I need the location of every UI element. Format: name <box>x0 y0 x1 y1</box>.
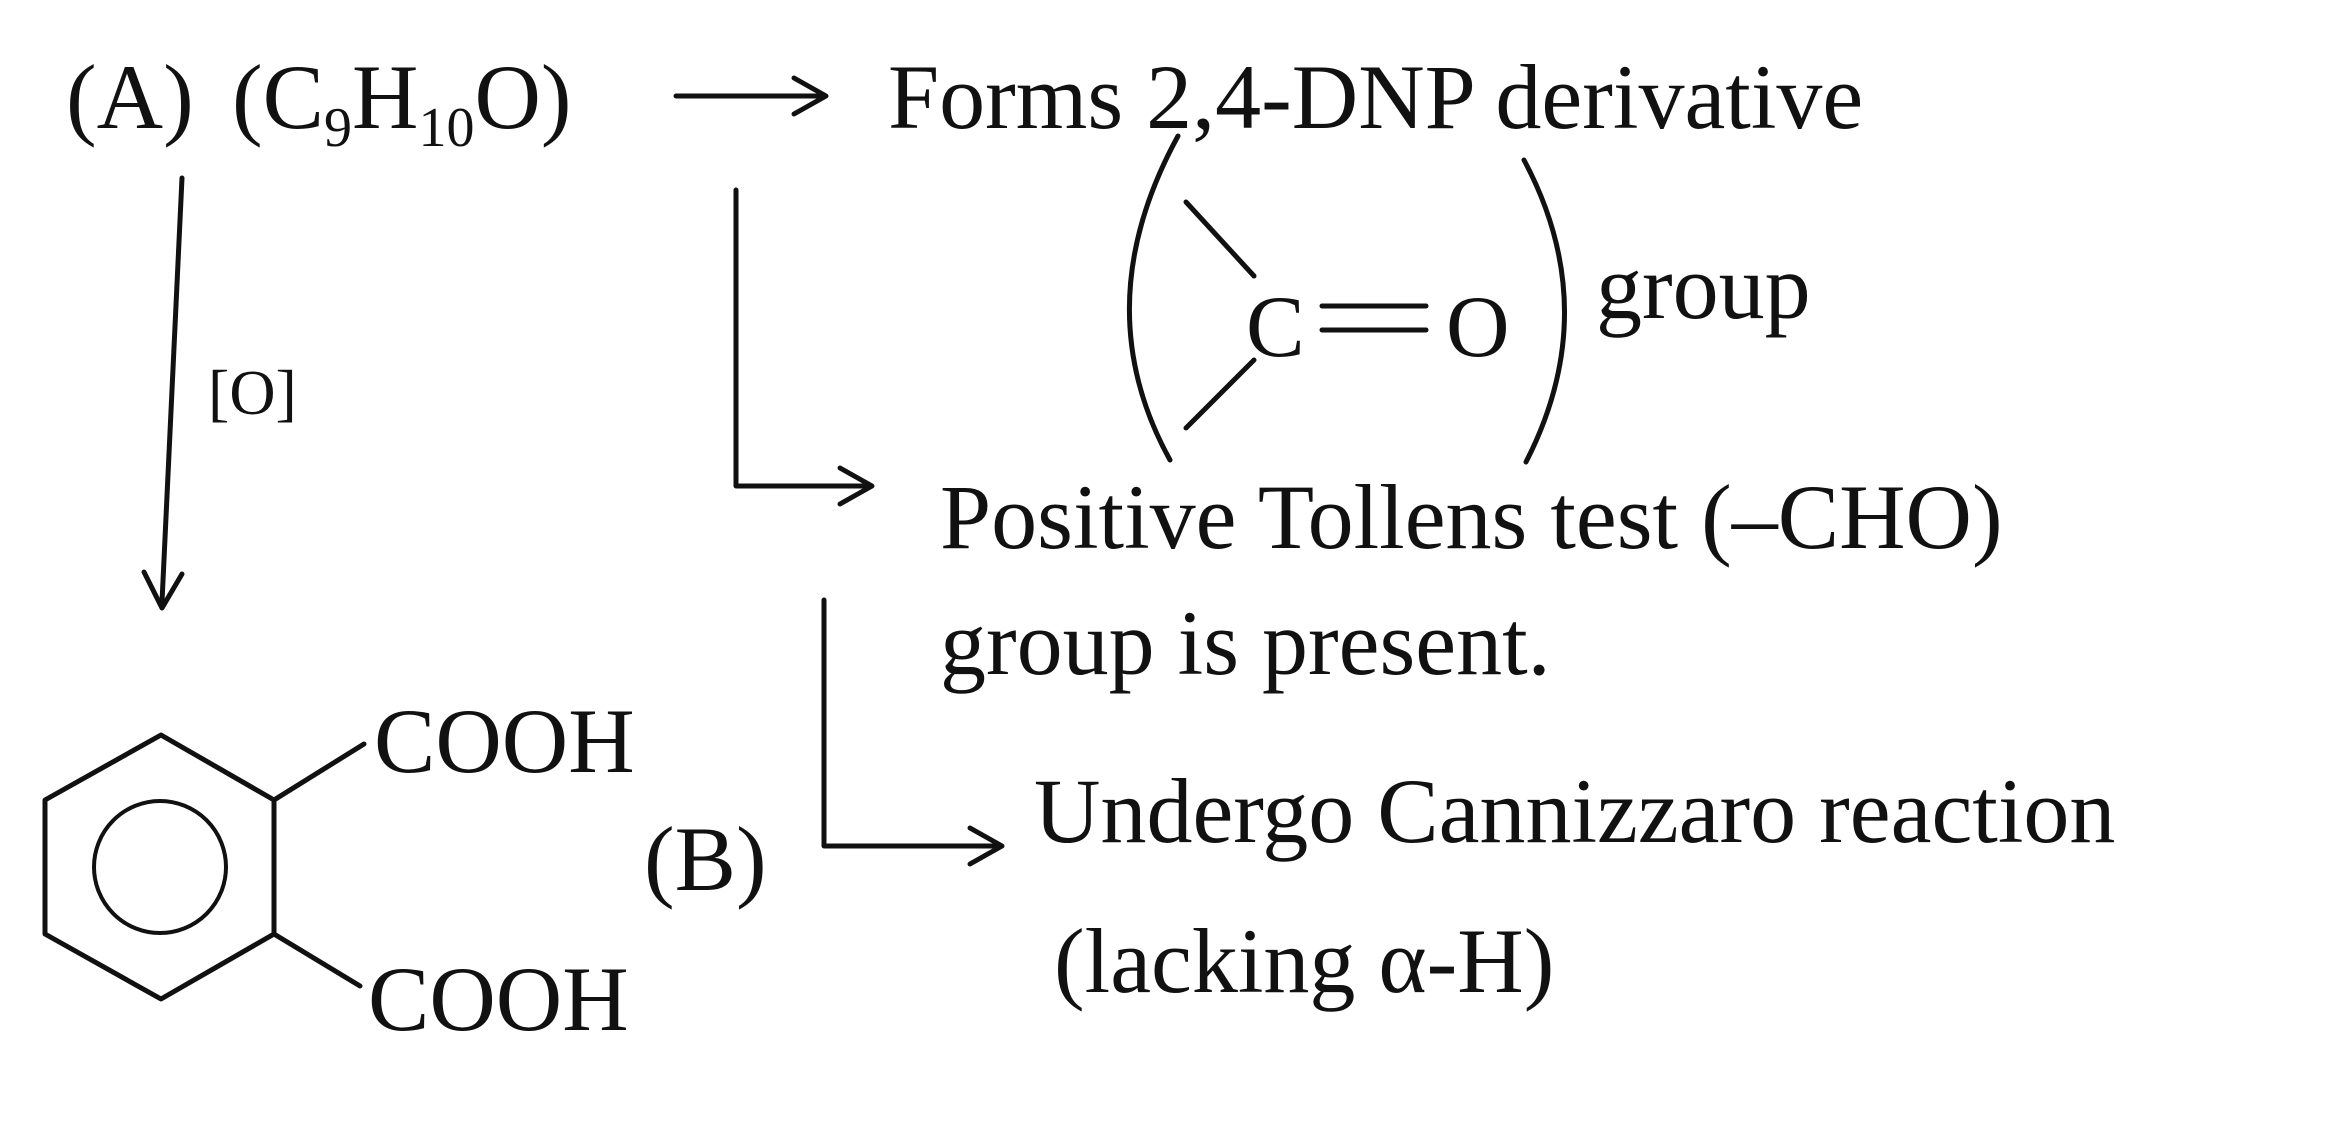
cooh-bond-bottom <box>271 931 363 989</box>
carbonyl-group: C O group <box>1126 133 1811 465</box>
carbonyl-bond-upper <box>1183 199 1257 279</box>
benzene-ring <box>42 732 277 1002</box>
carbonyl-oxygen: O <box>1446 279 1510 376</box>
oxidation-arrow <box>141 175 185 611</box>
formula-h: H <box>352 46 418 148</box>
formula-open: (C <box>232 46 324 148</box>
formula-close: O) <box>474 46 571 148</box>
arrow-to-tollens <box>733 187 875 507</box>
compound-a-label: (A) <box>66 46 194 148</box>
tollens-line1: Positive Tollens test (–CHO) <box>940 466 2003 568</box>
oxidation-label: [O] <box>208 357 297 428</box>
compound-a-formula: (C9H10O) <box>232 46 572 159</box>
compound-b-structure: COOH COOH <box>42 690 635 1050</box>
cooh-top: COOH <box>374 690 635 792</box>
aromatic-circle <box>92 799 228 935</box>
cooh-bottom: COOH <box>368 948 629 1050</box>
formula-c-sub: 9 <box>324 97 352 159</box>
carbonyl-carbon: C <box>1246 279 1305 376</box>
dnp-text: Forms 2,4-DNP derivative <box>888 46 1863 148</box>
cooh-bond-top <box>271 741 367 803</box>
cannizzaro-line1: Undergo Cannizzaro reaction <box>1034 760 2115 862</box>
carbonyl-bond-lower <box>1183 357 1257 431</box>
arrow-to-cannizzaro <box>821 597 1005 867</box>
compound-a: (A) (C9H10O) <box>66 46 572 159</box>
right-bracket <box>1521 157 1567 465</box>
cannizzaro-line2: (lacking α-H) <box>1054 910 1554 1012</box>
arrow-to-dnp <box>673 75 829 117</box>
compound-b-label: (B) <box>644 808 767 910</box>
carbonyl-group-label: group <box>1596 236 1811 338</box>
formula-h-sub: 10 <box>418 97 474 159</box>
tollens-line2: group is present. <box>940 592 1551 694</box>
left-bracket <box>1126 133 1181 463</box>
